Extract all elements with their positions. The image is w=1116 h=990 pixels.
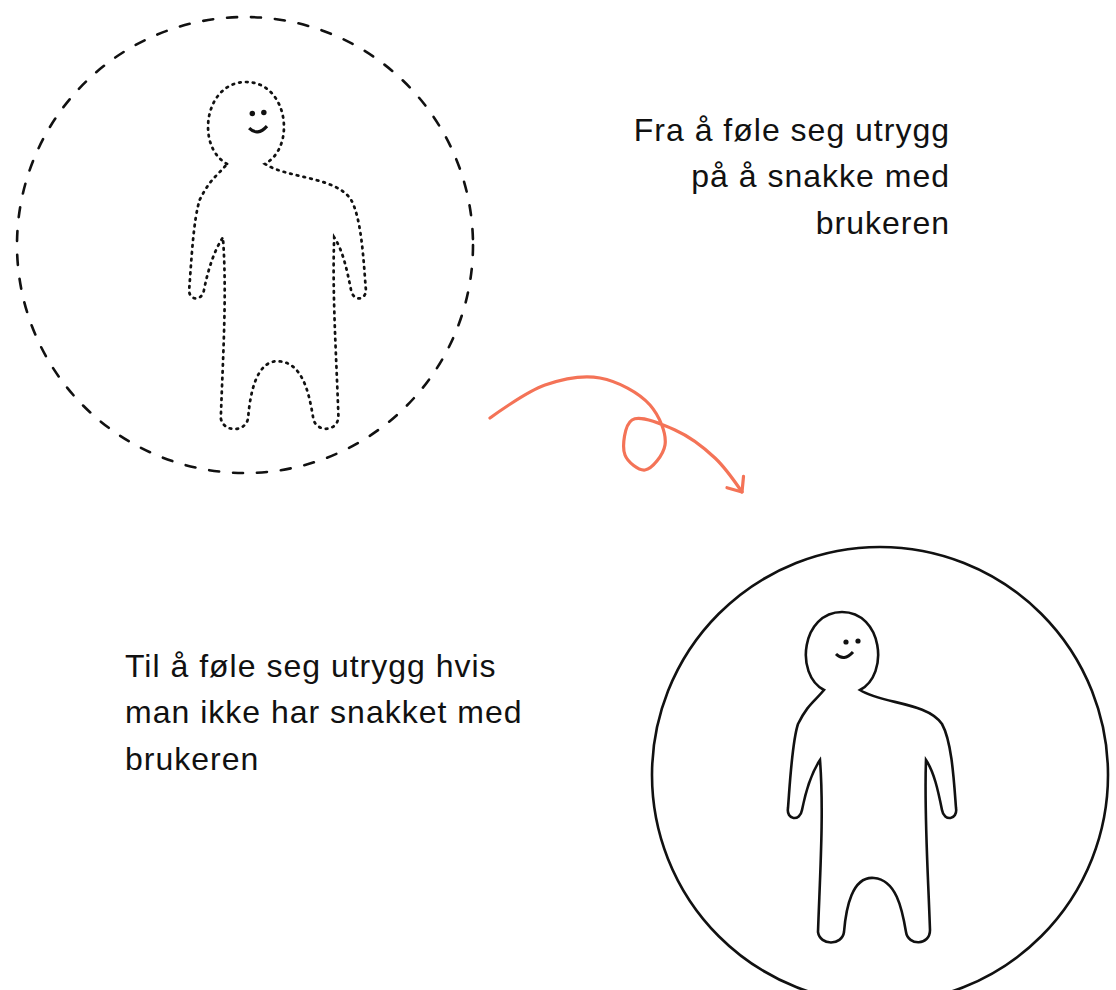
curly-arrow [490, 377, 742, 492]
circle-outline [650, 545, 1110, 990]
person-figure-solid [788, 612, 956, 943]
circle-node: Til å føle seg utrygg hvis man ikke har … [650, 545, 1110, 990]
circle-node: Fra å føle seg utrygg på å snakke med br… [15, 15, 475, 475]
node-caption: Fra å føle seg utrygg på å snakke med br… [610, 107, 950, 246]
circle-outline [15, 15, 475, 475]
node-caption: Til å føle seg utrygg hvis man ikke har … [125, 643, 525, 782]
person-figure-dotted [189, 82, 366, 429]
circle-outline-shape [17, 17, 473, 473]
circle-outline-shape [652, 547, 1108, 990]
